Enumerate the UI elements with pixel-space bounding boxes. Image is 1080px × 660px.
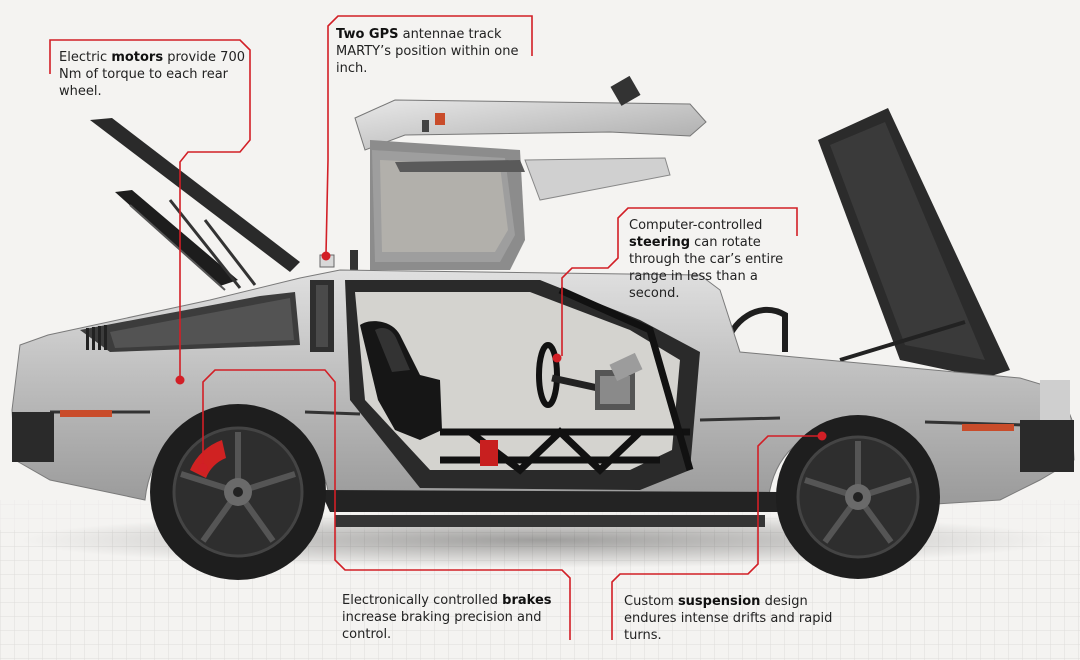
- front-trunk-lid: [722, 108, 1010, 378]
- rear-engine-cover: [90, 118, 300, 291]
- callout-suspension-post: design endures intense drifts and rapid …: [624, 594, 833, 643]
- callout-brakes-post: increase braking precision and control.: [342, 610, 542, 642]
- callout-steering: Computer-controlled steering can rotate …: [629, 217, 789, 302]
- callout-motors-bold: motors: [111, 50, 164, 65]
- side-louvres: [86, 325, 107, 350]
- callout-gps-post: antennae track MARTY’s position within o…: [336, 27, 519, 76]
- callout-brakes-pre: Electronically controlled: [342, 593, 503, 608]
- steering-assembly: [536, 342, 643, 410]
- leader-brakes: [202, 369, 571, 640]
- callout-suspension-pre: Custom: [624, 594, 678, 609]
- callout-suspension-bold: suspension: [677, 594, 761, 609]
- leader-motors: [49, 39, 251, 378]
- callout-gps-bold: Two GPS: [336, 27, 399, 42]
- callout-steering-pre: Computer-controlled: [629, 218, 763, 233]
- leader-suspension: [611, 435, 820, 640]
- roll-cage: [440, 286, 694, 475]
- callout-motors-post: provide 700 Nm of torque to each rear wh…: [59, 50, 245, 99]
- front-wheel: [776, 415, 940, 579]
- leader-dots: [175, 251, 827, 473]
- leader-gps: [325, 15, 533, 255]
- callout-gps: Two GPS antennae track MARTY’s position …: [336, 26, 526, 77]
- callout-steering-bold: steering: [629, 235, 691, 250]
- callout-motors-pre: Electric: [59, 50, 112, 65]
- car-body: [11, 254, 1075, 527]
- callout-brakes-bold: brakes: [502, 593, 552, 608]
- gullwing-door: [350, 75, 707, 280]
- leader-steering: [561, 207, 798, 356]
- callout-steering-post: can rotate through the car’s entire rang…: [629, 235, 784, 301]
- leader-lines: [49, 15, 820, 640]
- callout-suspension: Custom suspension design endures intense…: [624, 593, 834, 644]
- callout-motors: Electric motors provide 700 Nm of torque…: [59, 49, 249, 100]
- callout-brakes: Electronically controlled brakes increas…: [342, 592, 562, 643]
- rear-wheel: [150, 404, 326, 580]
